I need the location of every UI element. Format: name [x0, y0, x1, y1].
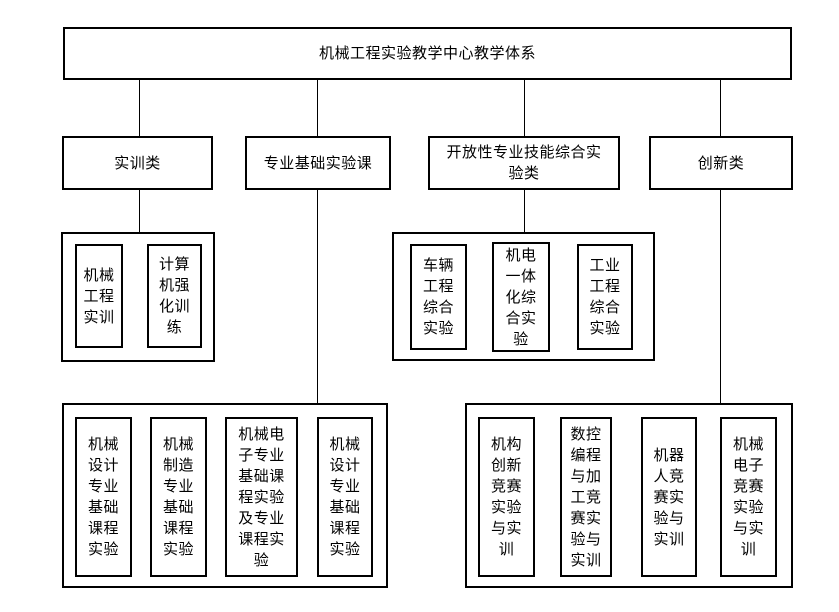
connector-root-innovation — [720, 80, 721, 136]
leaf-node-vehicle-eng: 车辆 工程 综合 实验 — [410, 244, 467, 350]
category-node-open-skills: 开放性专业技能综合实 验类 — [428, 136, 620, 190]
category-node-innovation: 创新类 — [649, 136, 793, 190]
leaf-node-industrial-eng: 工业 工程 综合 实验 — [577, 244, 633, 350]
connector-root-open-skills — [524, 80, 525, 136]
leaf-node-robot-competition: 机器 人竞 赛实 验与 实训 — [641, 417, 697, 577]
connector-root-basic-course — [317, 80, 318, 136]
leaf-node-mech-electronics-competition: 机械 电子 竞赛 实验 与实 训 — [720, 417, 777, 577]
leaf-node-cnc-programming: 数控 编程 与加 工竞 赛实 验与 实训 — [560, 417, 612, 577]
leaf-node-computer-training: 计算 机强 化训 练 — [147, 244, 202, 348]
leaf-node-mech-eng-training: 机械 工程 实训 — [75, 244, 123, 348]
category-node-training: 实训类 — [62, 136, 213, 190]
leaf-node-mech-design-1: 机械 设计 专业 基础 课程 实验 — [75, 417, 132, 577]
leaf-node-mech-design-2: 机械 设计 专业 基础 课程 实验 — [317, 417, 373, 577]
connector-training-group — [139, 190, 140, 232]
connector-innovation-group — [720, 190, 721, 403]
connector-root-training — [139, 80, 140, 136]
connector-open-skills-group — [524, 190, 525, 232]
leaf-node-mechanism-innovation: 机构 创新 竞赛 实验 与实 训 — [478, 417, 535, 577]
category-node-basic-course: 专业基础实验课 — [245, 136, 391, 190]
connector-basic-course-group — [317, 190, 318, 403]
leaf-node-mechatronics: 机电 一体 化综 合实 验 — [492, 242, 550, 352]
root-node: 机械工程实验教学中心教学体系 — [63, 27, 792, 80]
leaf-node-mech-manufacturing: 机械 制造 专业 基础 课程 实验 — [150, 417, 207, 577]
leaf-node-mech-electronics-course: 机械电 子专业 基础课 程实验 及专业 课程实 验 — [225, 417, 298, 577]
